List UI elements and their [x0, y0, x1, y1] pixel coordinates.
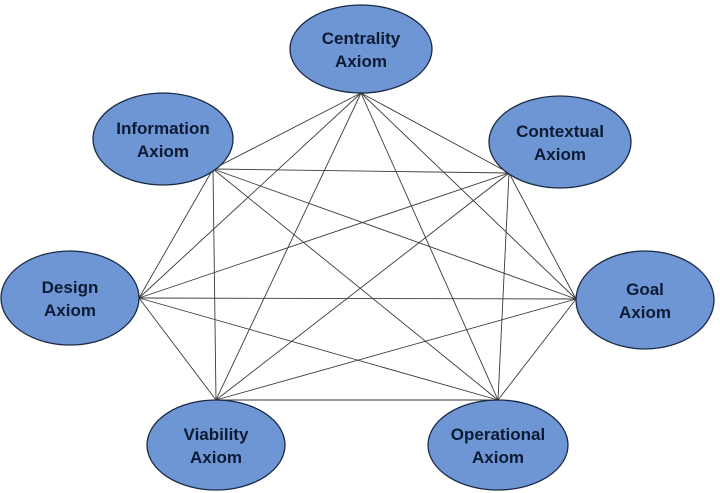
edge-design-goal	[138, 297, 577, 300]
edge-centrality-viability	[215, 92, 362, 401]
node-label-line1: Operational	[451, 425, 545, 444]
nodes-layer: CentralityAxiomInformationAxiomContextua…	[0, 4, 715, 491]
node-label-line1: Information	[116, 119, 210, 138]
node-ellipse	[575, 250, 715, 350]
edge-information-operational	[212, 168, 499, 401]
node-label-line2: Axiom	[534, 145, 586, 164]
node-label-line2: Axiom	[44, 301, 96, 320]
edge-contextual-design	[138, 172, 510, 299]
edge-information-goal	[212, 168, 577, 300]
edge-goal-viability	[215, 298, 577, 401]
node-label-line2: Axiom	[472, 448, 524, 467]
node-ellipse	[427, 399, 569, 491]
node-label-line2: Axiom	[137, 142, 189, 161]
edges-layer	[138, 92, 577, 401]
node-label-line2: Axiom	[190, 448, 242, 467]
node-ellipse	[146, 399, 286, 491]
edge-centrality-contextual	[360, 92, 510, 174]
edge-information-contextual	[212, 168, 510, 174]
edge-contextual-operational	[497, 172, 510, 401]
edge-centrality-design	[138, 92, 362, 299]
edge-contextual-viability	[215, 172, 510, 401]
edge-information-viability	[212, 168, 217, 401]
edge-information-design	[138, 168, 214, 299]
edge-centrality-goal	[360, 92, 577, 300]
node-label-line1: Design	[42, 278, 99, 297]
edge-design-viability	[138, 297, 217, 401]
edge-centrality-information	[212, 92, 362, 170]
node-label-line2: Axiom	[619, 303, 671, 322]
node-ellipse	[0, 250, 140, 346]
node-label-line1: Contextual	[516, 122, 604, 141]
node-label-line1: Goal	[626, 280, 664, 299]
node-ellipse	[488, 95, 632, 189]
node-label-line2: Axiom	[335, 52, 387, 71]
edge-goal-operational	[497, 298, 577, 401]
node-ellipse	[289, 4, 433, 94]
node-label-line1: Viability	[184, 425, 249, 444]
edge-contextual-goal	[508, 172, 577, 300]
node-label-line1: Centrality	[322, 29, 401, 48]
edge-design-operational	[138, 297, 499, 401]
node-ellipse	[92, 92, 234, 186]
